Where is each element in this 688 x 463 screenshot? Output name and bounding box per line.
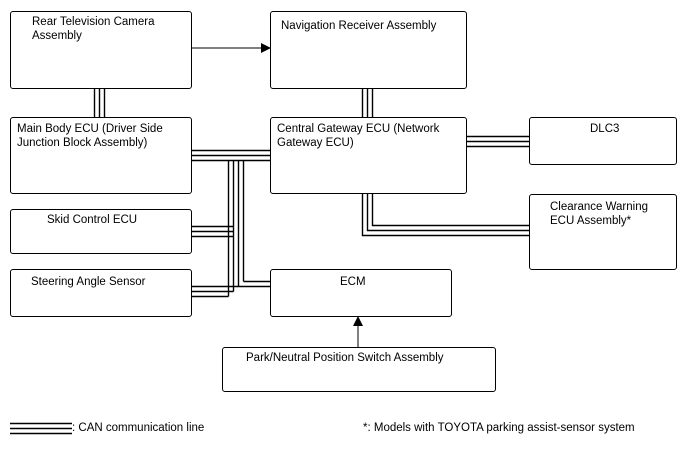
central-gateway-ecu-box: Central Gateway ECU (Network Gateway ECU… bbox=[270, 117, 467, 194]
ecm-label: ECM bbox=[340, 276, 366, 288]
can-line-camera-mainbody bbox=[93, 88, 106, 118]
can-line-gateway-clearance bbox=[361, 194, 529, 237]
navigation-receiver-box: Navigation Receiver Assembly bbox=[270, 11, 467, 89]
legend-can-label: : CAN communication line bbox=[72, 422, 205, 434]
dlc3-label: DLC3 bbox=[590, 123, 620, 135]
clearance-warning-ecu-label: Clearance Warning ECU Assembly* bbox=[550, 201, 649, 227]
legend-line bbox=[10, 422, 72, 435]
can-line-nav-gateway bbox=[361, 88, 374, 118]
main-body-ecu-box: Main Body ECU (Driver Side Junction Bloc… bbox=[10, 117, 192, 194]
steering-angle-sensor-label: Steering Angle Sensor bbox=[31, 276, 146, 288]
central-gateway-ecu-label: Central Gateway ECU (Network Gateway ECU… bbox=[277, 123, 440, 149]
ecm-box: ECM bbox=[270, 269, 452, 317]
footnote: *: Models with TOYOTA parking assist-sen… bbox=[363, 422, 635, 434]
navigation-receiver-label: Navigation Receiver Assembly bbox=[281, 20, 437, 32]
can-line-steering bbox=[192, 285, 239, 298]
park-neutral-switch-box: Park/Neutral Position Switch Assembly bbox=[222, 347, 496, 392]
rear-camera-box: Rear Television Camera Assembly bbox=[10, 11, 192, 89]
can-line-ecm bbox=[238, 280, 270, 288]
can-line-gateway-dlc3 bbox=[467, 135, 529, 148]
park-neutral-switch-label: Park/Neutral Position Switch Assembly bbox=[246, 352, 444, 364]
clearance-warning-ecu-box: Clearance Warning ECU Assembly* bbox=[529, 194, 677, 270]
rear-camera-label: Rear Television Camera Assembly bbox=[32, 16, 155, 42]
can-line-skid bbox=[192, 225, 234, 238]
main-body-ecu-label: Main Body ECU (Driver Side Junction Bloc… bbox=[17, 123, 163, 149]
skid-control-ecu-label: Skid Control ECU bbox=[47, 214, 138, 226]
steering-angle-sensor-box: Steering Angle Sensor bbox=[10, 269, 192, 317]
skid-control-ecu-box: Skid Control ECU bbox=[10, 209, 192, 254]
dlc3-box: DLC3 bbox=[529, 117, 677, 165]
can-bus-main bbox=[192, 149, 270, 297]
